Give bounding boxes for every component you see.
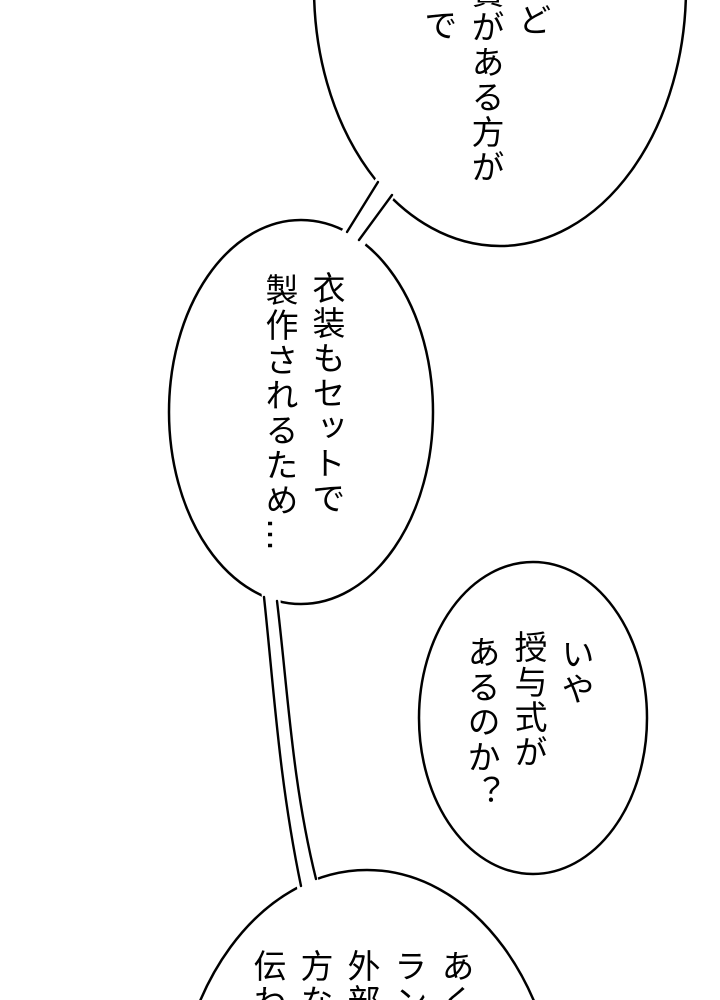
connector-costume-bottom-edge-left [262, 595, 303, 888]
connector-costume-bottom-edge-right [275, 599, 318, 881]
costume-bubble-text: 衣装もセットで 製作されるため… [260, 271, 346, 553]
ceremony-bubble-column-3: あるのか？ [462, 635, 501, 810]
connector-top-costume-edge-right [357, 193, 394, 242]
bottom-bubble-column-4: 方な [295, 949, 334, 1000]
bottom-bubble-text: あく ラン 外部 方な 伝わ [248, 949, 475, 1000]
costume-bubble-outline [167, 218, 435, 606]
bottom-bubble-column-2: ラン [389, 949, 428, 1000]
connector-top-costume-edge-left [345, 180, 380, 234]
connector-top-costume-fill [341, 172, 400, 250]
ceremony-bubble-column-2: 授与式が [509, 630, 548, 770]
ceremony-bubble-column-1: いや [556, 637, 595, 707]
bottom-bubble-column-1: あく [436, 949, 475, 1000]
connector-costume-bottom-fill [261, 589, 320, 893]
ceremony-bubble-text: いや 授与式が あるのか？ [462, 630, 595, 810]
top-bubble-column-1: ど [513, 3, 552, 38]
top-bubble-column-2: 賞がある方が [466, 0, 505, 185]
ceremony-bubble-outline [417, 560, 649, 876]
bottom-bubble-column-3: 外部 [342, 949, 381, 1000]
bottom-bubble-column-5: 伝わ [248, 949, 287, 1000]
costume-bubble-column-1: 衣装もセットで [307, 271, 346, 516]
top-bubble-text: ど 賞がある方が で [419, 0, 552, 185]
top-bubble-outline [313, 0, 687, 248]
top-bubble-column-3: で [419, 8, 458, 43]
costume-bubble-column-2: 製作されるため… [260, 273, 299, 553]
bottom-bubble-outline [199, 868, 535, 1000]
